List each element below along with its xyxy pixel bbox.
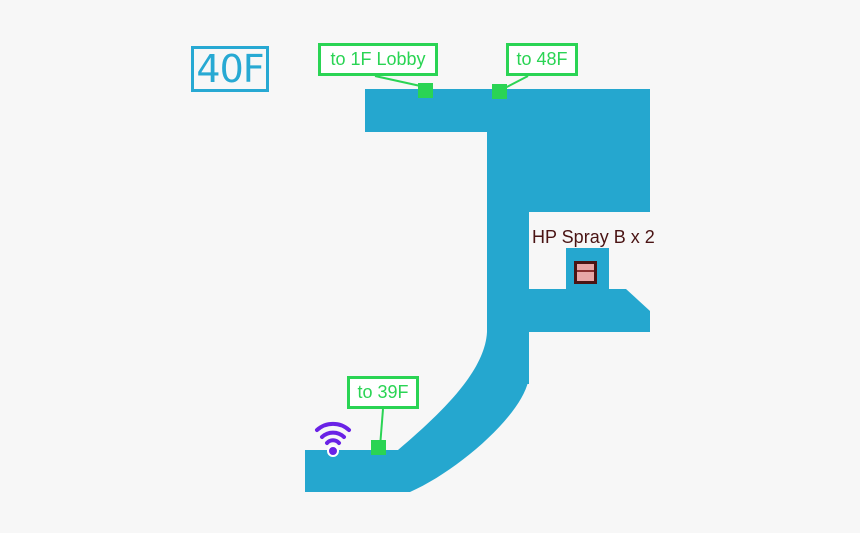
- callout-to-48f[interactable]: to 48F: [506, 43, 578, 76]
- floor-walkable-area: [305, 89, 650, 492]
- floor-number-badge: 40F: [191, 46, 269, 92]
- callout-to-39f[interactable]: to 39F: [347, 376, 419, 409]
- treasure-chest-icon[interactable]: [574, 261, 597, 284]
- wifi-icon[interactable]: [315, 421, 351, 457]
- stairs-39f-marker[interactable]: [371, 440, 386, 455]
- stairs-lobby-marker[interactable]: [418, 83, 433, 98]
- item-label: HP Spray B x 2: [532, 227, 655, 247]
- callout-to-1f-lobby[interactable]: to 1F Lobby: [318, 43, 438, 76]
- stairs-48f-marker[interactable]: [492, 84, 507, 99]
